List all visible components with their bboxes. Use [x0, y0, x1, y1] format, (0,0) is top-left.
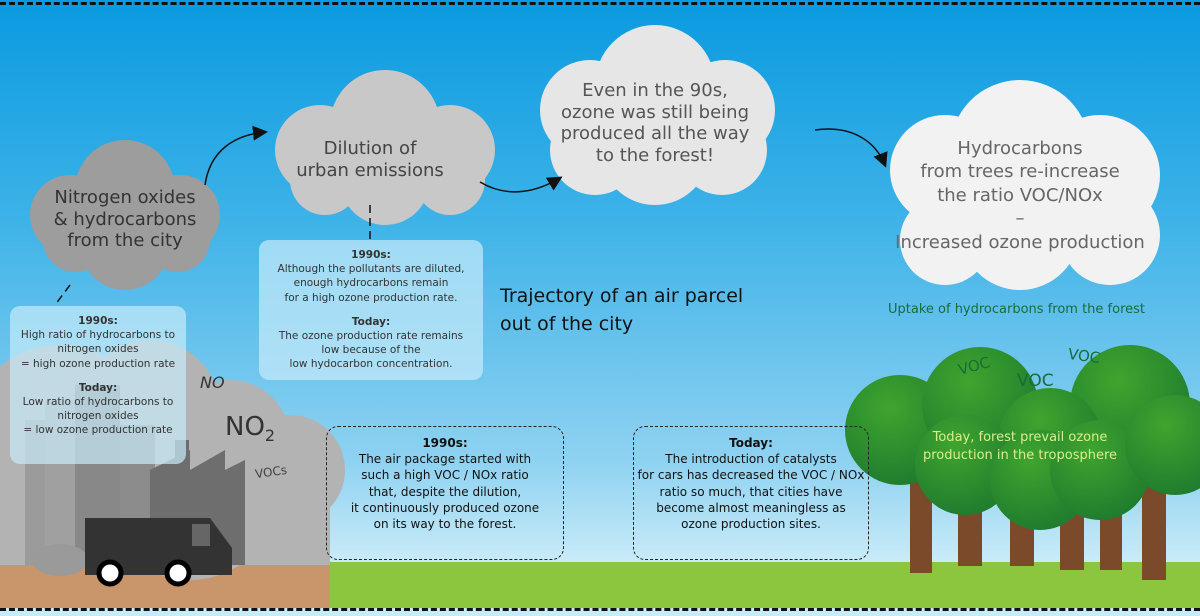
panel-heading: Today: [78, 381, 118, 394]
cloud-city-text: Nitrogen oxides & hydrocarbons from the … [53, 187, 197, 252]
forest-trees [845, 345, 1200, 580]
dilution-info-panel: 1990s: Although the pollutants are dilut… [259, 240, 483, 380]
arrow-2 [479, 176, 563, 193]
cloud-dilution [275, 70, 495, 225]
city-info-panel: 1990s: High ratio of hydrocarbons to nit… [10, 306, 186, 464]
panel-text: High ratio of hydrocarbons to nitrogen o… [20, 329, 176, 370]
bottom-dashed-border [0, 608, 1200, 611]
panel-heading: 1990s: [78, 315, 118, 327]
cloud-nineties [540, 25, 775, 205]
box-heading: 1990s: [422, 436, 468, 450]
box-heading: Today: [729, 436, 773, 450]
box-text: The air package started with such a high… [350, 452, 540, 531]
cloud-city [30, 140, 220, 290]
today-box: Today: The introduction of catalysts for… [633, 426, 869, 560]
cloud-forest-text: Hydrocarbons from trees re-increase the … [895, 138, 1145, 253]
panel-heading: 1990s: [351, 249, 391, 261]
box-text: The introduction of catalysts for cars h… [637, 452, 865, 531]
trajectory-title: Trajectory of an air parcel out of the c… [500, 285, 744, 335]
nineties-box: 1990s: The air package started with such… [326, 426, 564, 560]
voc-label: VOC [1017, 371, 1054, 391]
cloud-forest [890, 80, 1160, 290]
panel-text: The ozone production rate remains low be… [278, 329, 464, 371]
truck [32, 518, 232, 587]
arrow-3 [814, 128, 888, 168]
no2-label: NO2 [225, 412, 276, 446]
uptake-label: Uptake of hydrocarbons from the forest [888, 302, 1146, 317]
forest-today-text: Today, forest prevail ozone production i… [922, 430, 1118, 463]
panel-text: Although the pollutants are diluted, eno… [277, 263, 465, 304]
arrow-1 [204, 125, 268, 186]
cloud-nineties-text: Even in the 90s, ozone was still being p… [560, 80, 750, 166]
panel-text: Low ratio of hydrocarbons to nitrogen ox… [22, 395, 174, 437]
panel-heading: Today: [351, 315, 391, 328]
cloud-dilution-text: Dilution of urban emissions [296, 138, 444, 181]
no-label: NO [200, 373, 225, 392]
top-dashed-border [0, 2, 1200, 5]
